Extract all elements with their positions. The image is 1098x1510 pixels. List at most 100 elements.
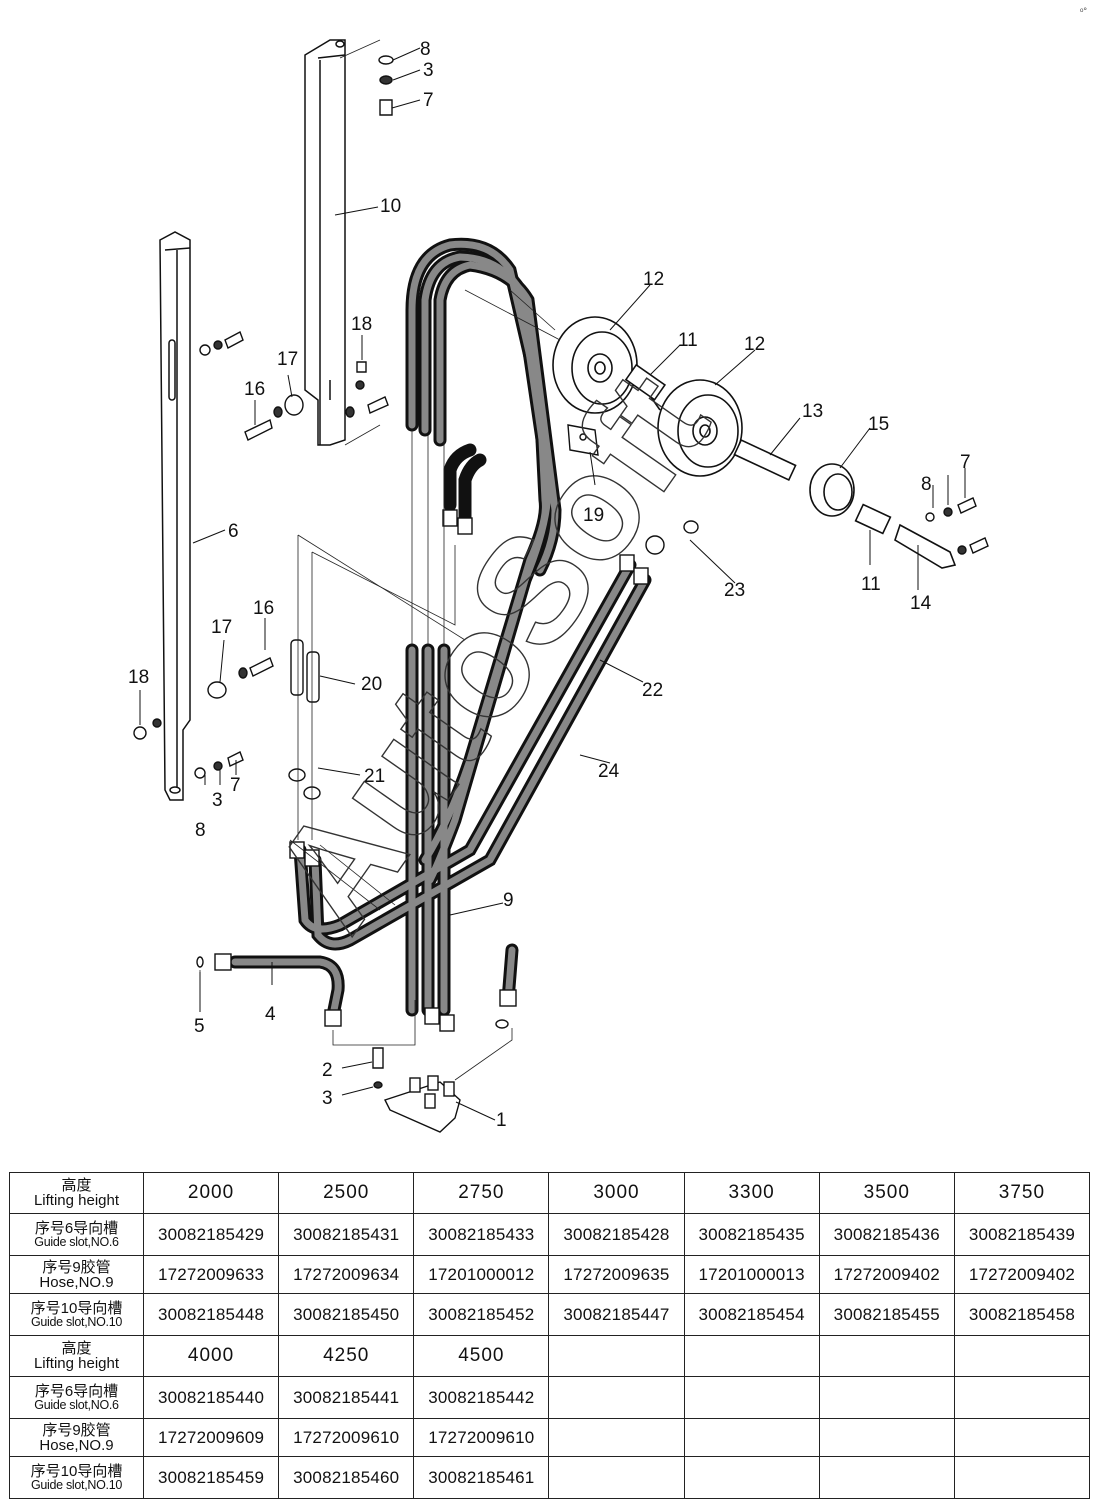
part-number-cell: 30082185442: [413, 1376, 550, 1419]
row-header-guide-slot-10: 序号10导向槽 Guide slot,NO.10: [9, 1293, 144, 1336]
part-number-cell: [683, 1456, 820, 1499]
callout-label: 21: [364, 766, 385, 787]
header-en: Guide slot,NO.10: [30, 1314, 123, 1329]
row-header-guide-slot-10: 序号10导向槽 Guide slot,NO.10: [9, 1456, 144, 1499]
part-number-cell: 30082185450: [278, 1293, 415, 1336]
hardware: [133, 55, 989, 1133]
callout-label: 10: [380, 196, 401, 217]
header-cn: 序号10导向槽: [30, 1299, 123, 1317]
corner-mark: ᵒ°: [1080, 6, 1087, 16]
part-number-cell: 30082185459: [142, 1456, 280, 1499]
callout-label: 23: [724, 580, 745, 601]
table-row: 序号6导向槽 Guide slot,NO.6 30082185440 30082…: [9, 1376, 1091, 1419]
part-number-cell: [953, 1456, 1091, 1499]
part-number-cell: 17272009402: [953, 1255, 1091, 1294]
height-cell: 4250: [278, 1335, 415, 1377]
height-cell: 3750: [953, 1172, 1091, 1214]
callout-label: 3: [212, 790, 223, 811]
callout-label: 15: [868, 414, 889, 435]
part-number-cell: 30082185458: [953, 1293, 1091, 1336]
part-number-cell: 17272009634: [278, 1255, 415, 1294]
row-header-lifting-height: 高度 Lifting height: [9, 1172, 144, 1214]
header-cn: 高度: [61, 1177, 92, 1194]
callout-label: 17: [277, 349, 298, 370]
part-number-cell: 17272009402: [818, 1255, 955, 1294]
height-cell: [818, 1335, 955, 1377]
height-cell: 4000: [142, 1335, 280, 1377]
part-number-cell: 17272009610: [413, 1418, 550, 1457]
part-number-cell: 30082185440: [142, 1376, 280, 1419]
callout-label: 19: [583, 505, 604, 526]
height-cell: 3300: [683, 1172, 820, 1214]
callout-label: 8: [420, 39, 431, 60]
table-row: 高度 Lifting height 2000 2500 2750 3000 33…: [9, 1172, 1091, 1214]
height-cell: 4500: [413, 1335, 550, 1377]
part-number-cell: [548, 1456, 685, 1499]
callout-label: 7: [960, 452, 971, 473]
callout-label: 14: [910, 593, 932, 614]
height-cell: 3500: [818, 1172, 955, 1214]
part-number-cell: [683, 1418, 820, 1457]
header-cn: 序号10导向槽: [30, 1462, 123, 1480]
row-header-guide-slot-6: 序号6导向槽 Guide slot,NO.6: [9, 1376, 144, 1419]
table-row: 序号6导向槽 Guide slot,NO.6 30082185429 30082…: [9, 1213, 1091, 1256]
pulleys: [552, 316, 957, 569]
header-en: Lifting height: [33, 1355, 120, 1372]
height-cell: 2750: [413, 1172, 550, 1214]
callout-label: 3: [322, 1088, 333, 1109]
part-number-cell: 17272009610: [278, 1418, 415, 1457]
height-cell: [953, 1335, 1091, 1377]
part-number-cell: 30082185436: [818, 1213, 955, 1256]
height-cell: 2500: [278, 1172, 415, 1214]
callout-label: 7: [423, 90, 434, 111]
part-number-cell: 30082185454: [683, 1293, 820, 1336]
callout-label: 18: [128, 667, 149, 688]
callout-label: 4: [265, 1004, 276, 1025]
part-number-cell: 17201000013: [683, 1255, 820, 1294]
callout-label: 6: [228, 521, 239, 542]
callout-label: 12: [643, 269, 664, 290]
part-number-cell: [818, 1418, 955, 1457]
header-en: Hose,NO.9: [39, 1436, 114, 1454]
part-number-cell: [548, 1418, 685, 1457]
height-cell: 2000: [142, 1172, 280, 1214]
callout-label: 1: [496, 1110, 507, 1131]
header-cn: 序号6导向槽: [34, 1382, 119, 1400]
callout-label: 8: [195, 820, 206, 841]
part-number-cell: [953, 1418, 1091, 1457]
callout-label: 9: [503, 890, 514, 911]
assembly-lines: [199, 39, 561, 1081]
guide-slot-6: [159, 231, 191, 801]
part-number-cell: 30082185431: [278, 1213, 415, 1256]
part-number-cell: 17201000012: [413, 1255, 550, 1294]
guide-slot-10: [304, 39, 346, 446]
part-number-cell: 30082185435: [683, 1213, 820, 1256]
part-number-cell: 30082185460: [278, 1456, 415, 1499]
hoses: [228, 237, 652, 1017]
callout-label: 16: [244, 379, 265, 400]
callout-label: 11: [678, 330, 698, 351]
callout-label: 16: [253, 598, 274, 619]
callout-label: 22: [642, 680, 663, 701]
part-number-cell: 30082185452: [413, 1293, 550, 1336]
part-number-cell: 30082185429: [142, 1213, 280, 1256]
header-cn: 序号6导向槽: [34, 1219, 119, 1237]
height-cell: [548, 1335, 685, 1377]
table-row: 序号9胶管 Hose,NO.9 17272009609 17272009610 …: [9, 1418, 1091, 1457]
part-number-cell: 30082185447: [548, 1293, 685, 1336]
row-header-hose-9: 序号9胶管 Hose,NO.9: [9, 1255, 144, 1294]
callout-label: 24: [598, 761, 620, 782]
part-number-cell: 30082185461: [413, 1456, 550, 1499]
header-en: Guide slot,NO.6: [34, 1234, 119, 1249]
callout-label: 11: [861, 574, 881, 595]
callout-label: 12: [744, 334, 765, 355]
callout-label: 2: [322, 1060, 333, 1081]
part-number-cell: 30082185448: [142, 1293, 280, 1336]
table-row: 序号9胶管 Hose,NO.9 17272009633 17272009634 …: [9, 1255, 1091, 1294]
callout-label: 3: [423, 60, 434, 81]
part-number-cell: [953, 1376, 1091, 1419]
callout-leaders: [139, 47, 966, 1121]
header-cn: 序号9胶管: [42, 1421, 111, 1439]
part-number-cell: 17272009633: [142, 1255, 280, 1294]
part-number-cell: 30082185441: [278, 1376, 415, 1419]
